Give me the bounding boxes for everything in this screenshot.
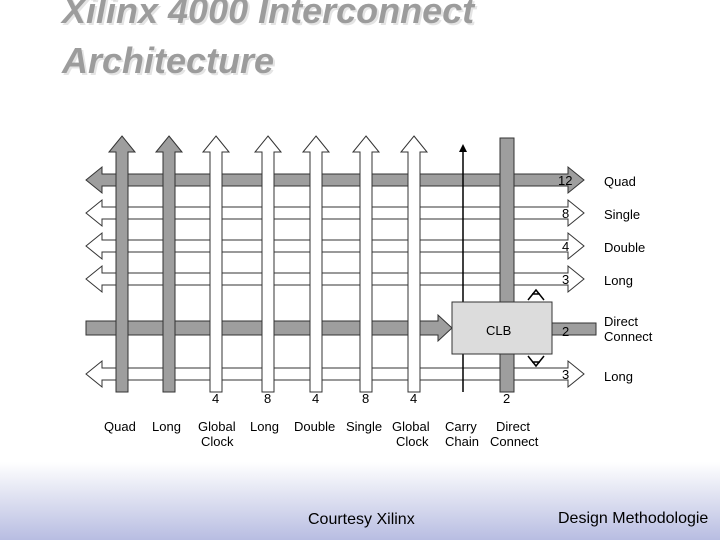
right-row-label-line2: Connect [604, 329, 653, 344]
right-row-label: Double [604, 240, 645, 255]
horizontal-bus-single [85, 198, 585, 228]
vertical-bus-long-left [154, 135, 184, 393]
bottom-col-num: 8 [362, 391, 369, 406]
vertical-bus-single [351, 135, 381, 393]
bottom-col-label-line1: Direct [496, 419, 530, 434]
vertical-bus-global-clock-left [201, 135, 231, 393]
bottom-col-label-line2: Clock [201, 434, 234, 449]
bottom-col-label-line1: Quad [104, 419, 136, 434]
horizontal-bus-long-upper [85, 264, 585, 294]
horizontal-bus-long-lower [85, 359, 585, 389]
bottom-col-num: 12 [114, 391, 128, 406]
bottom-col-num: 4 [212, 391, 219, 406]
vertical-bus-global-clock-right [399, 135, 429, 393]
right-row-label: Long [604, 273, 633, 288]
bottom-col-label-line1: Long [152, 419, 181, 434]
horizontal-bus-double [85, 231, 585, 261]
right-row-num: 4 [562, 239, 569, 254]
slide-title: Xilinx 4000 Interconnect Architecture [62, 0, 474, 86]
bottom-col-num: 8 [264, 391, 271, 406]
bottom-col-label-line2: Connect [490, 434, 539, 449]
clb-connector-top [527, 288, 545, 301]
bottom-col-label-line2: Chain [445, 434, 479, 449]
interconnect-diagram: CLB 12 Quad 8 Single 4 Double 3 Long 2 D… [85, 135, 653, 449]
bottom-col-label-line1: Global [198, 419, 236, 434]
vertical-bus-long-middle [253, 135, 283, 393]
vertical-bus-double [301, 135, 331, 393]
right-row-num: 2 [562, 324, 569, 339]
right-row-label: Quad [604, 174, 636, 189]
right-row-label-line1: Direct [604, 314, 638, 329]
bottom-col-label-line1: Double [294, 419, 335, 434]
bottom-col-num: 2 [503, 391, 510, 406]
clb-label: CLB [486, 323, 511, 338]
right-row-num: 12 [558, 173, 572, 188]
bottom-col-label-line1: Single [346, 419, 382, 434]
bottom-col-num: 4 [312, 391, 319, 406]
clb-block [451, 301, 553, 355]
footer-band [0, 462, 720, 540]
right-row-label: Single [604, 207, 640, 222]
clb-output-stub [551, 322, 597, 336]
horizontal-bus-quad [85, 165, 585, 195]
title-line-2: Architecture [62, 40, 275, 81]
bottom-col-label-line1: Long [250, 419, 279, 434]
footer-course-title: Design Methodologie [558, 510, 709, 527]
bottom-col-label-line2: Clock [396, 434, 429, 449]
right-row-num: 8 [562, 206, 569, 221]
vertical-bus-quad [107, 135, 137, 393]
clb-connector-bottom [527, 355, 545, 368]
title-line-1: Xilinx 4000 Interconnect [62, 0, 475, 31]
right-row-num: 3 [562, 367, 569, 382]
bottom-col-num: 4 [410, 391, 417, 406]
right-row-num: 3 [562, 272, 569, 287]
bottom-col-num: 4 [165, 391, 172, 406]
footer-credit: Courtesy Xilinx [308, 511, 415, 528]
bottom-col-label-line1: Carry [445, 419, 477, 434]
right-row-label: Long [604, 369, 633, 384]
bottom-col-label-line1: Global [392, 419, 430, 434]
